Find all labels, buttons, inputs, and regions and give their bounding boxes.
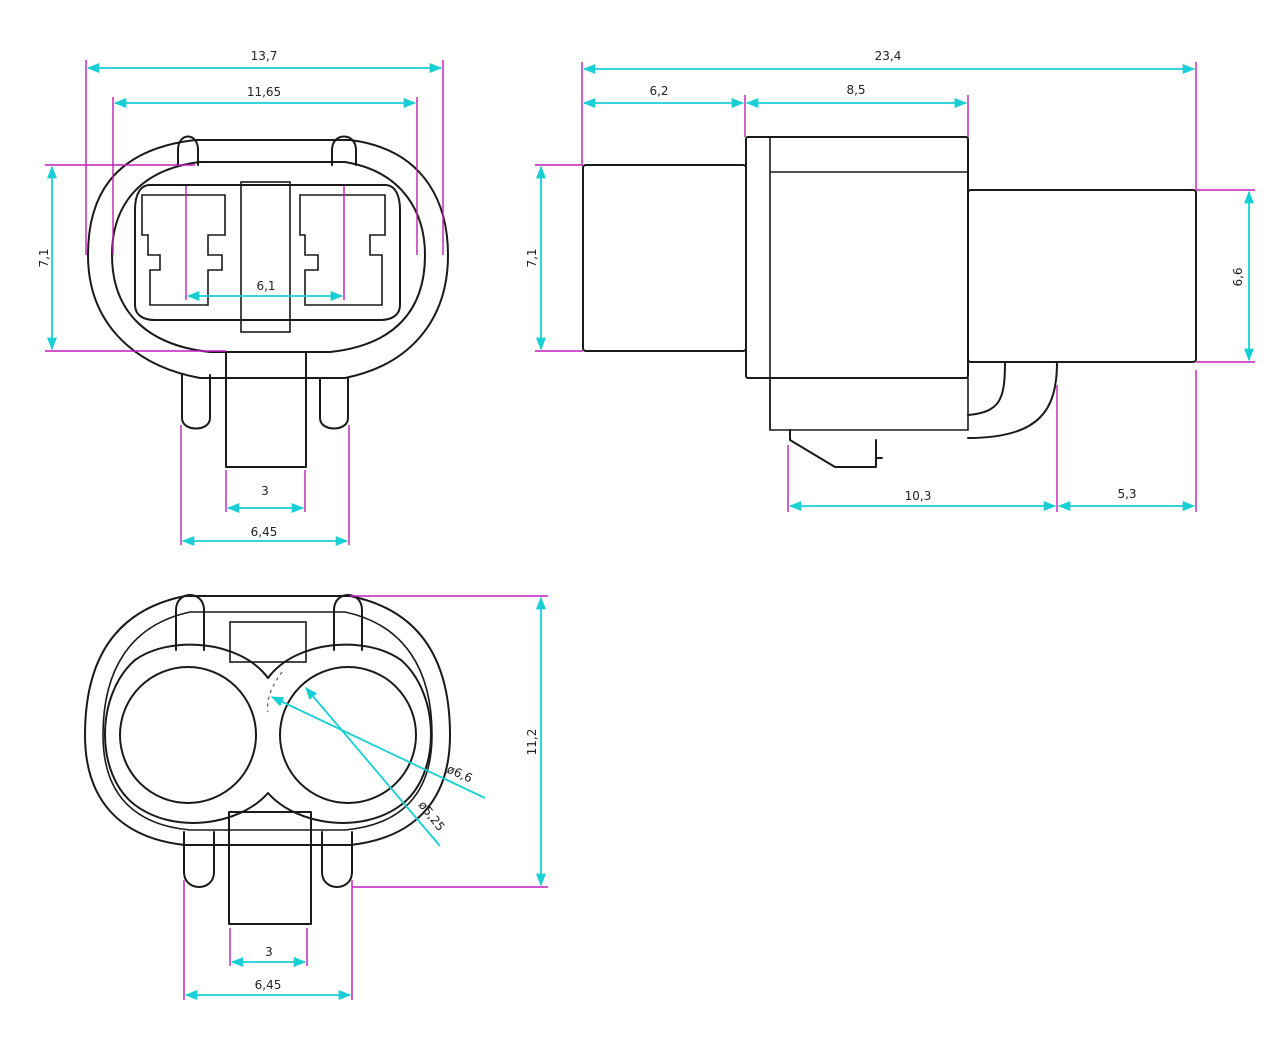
front-terminal-right	[299, 194, 386, 306]
label-height: 7,1	[37, 248, 51, 267]
rear-bore-left	[119, 666, 257, 804]
side-rear-block	[582, 164, 747, 352]
label-rear-height: 11,2	[525, 729, 539, 756]
front-view: 13,7 11,65 7,1 6,1 3 6,45	[37, 49, 449, 547]
label-rear-tab-width: 3	[265, 945, 273, 959]
rear-cavity-outer	[104, 643, 432, 824]
rear-bottom-post-right	[321, 831, 353, 888]
side-body	[745, 136, 969, 379]
label-rear-height: 7,1	[525, 248, 539, 267]
front-bottom-post-left	[181, 374, 211, 430]
label-front-height: 6,6	[1231, 267, 1245, 286]
label-rear-length: 6,2	[649, 84, 668, 98]
rear-top-post-left	[175, 594, 205, 651]
front-top-post-right	[331, 135, 357, 166]
label-tab-width: 3	[261, 484, 269, 498]
rear-bottom-post-left	[183, 831, 215, 888]
front-inner-shell	[111, 161, 426, 353]
front-center-divider	[240, 181, 291, 333]
dim-line-inner-diameter	[305, 687, 441, 847]
rear-bore-right	[279, 666, 417, 804]
rear-outer-shell	[84, 595, 451, 846]
side-front-nose	[967, 189, 1197, 363]
front-cavity	[134, 184, 401, 321]
label-overall-width: 13,7	[251, 49, 278, 63]
label-body-length: 8,5	[846, 83, 865, 97]
front-outer-shell	[87, 139, 449, 379]
rear-view: 11,2 ø6,6 ø5,25 3 6,45	[84, 594, 548, 1001]
label-overall-length: 23,4	[875, 49, 902, 63]
front-top-post-left	[177, 135, 199, 166]
label-rear-latch-span: 6,45	[255, 978, 282, 992]
label-inner-width: 11,65	[247, 85, 281, 99]
dim-line-outer-diameter	[270, 696, 486, 799]
side-hook	[967, 361, 1058, 439]
rear-top-post-right	[333, 594, 363, 651]
rear-outer-shell-inner	[102, 611, 433, 831]
label-latch-span: 6,45	[251, 525, 278, 539]
side-view: 23,4 6,2 8,5 7,1 6,6 10,3 5,3	[525, 49, 1255, 512]
side-latch	[789, 429, 883, 468]
front-bottom-post-right	[319, 377, 349, 430]
label-latch-length: 10,3	[905, 489, 932, 503]
label-terminal-pitch: 6,1	[256, 279, 275, 293]
front-terminal-left	[141, 194, 226, 306]
front-bottom-tab	[225, 351, 307, 468]
rear-top-tab	[229, 621, 307, 663]
label-nose-length: 5,3	[1117, 487, 1136, 501]
rear-bottom-tab	[228, 811, 312, 925]
